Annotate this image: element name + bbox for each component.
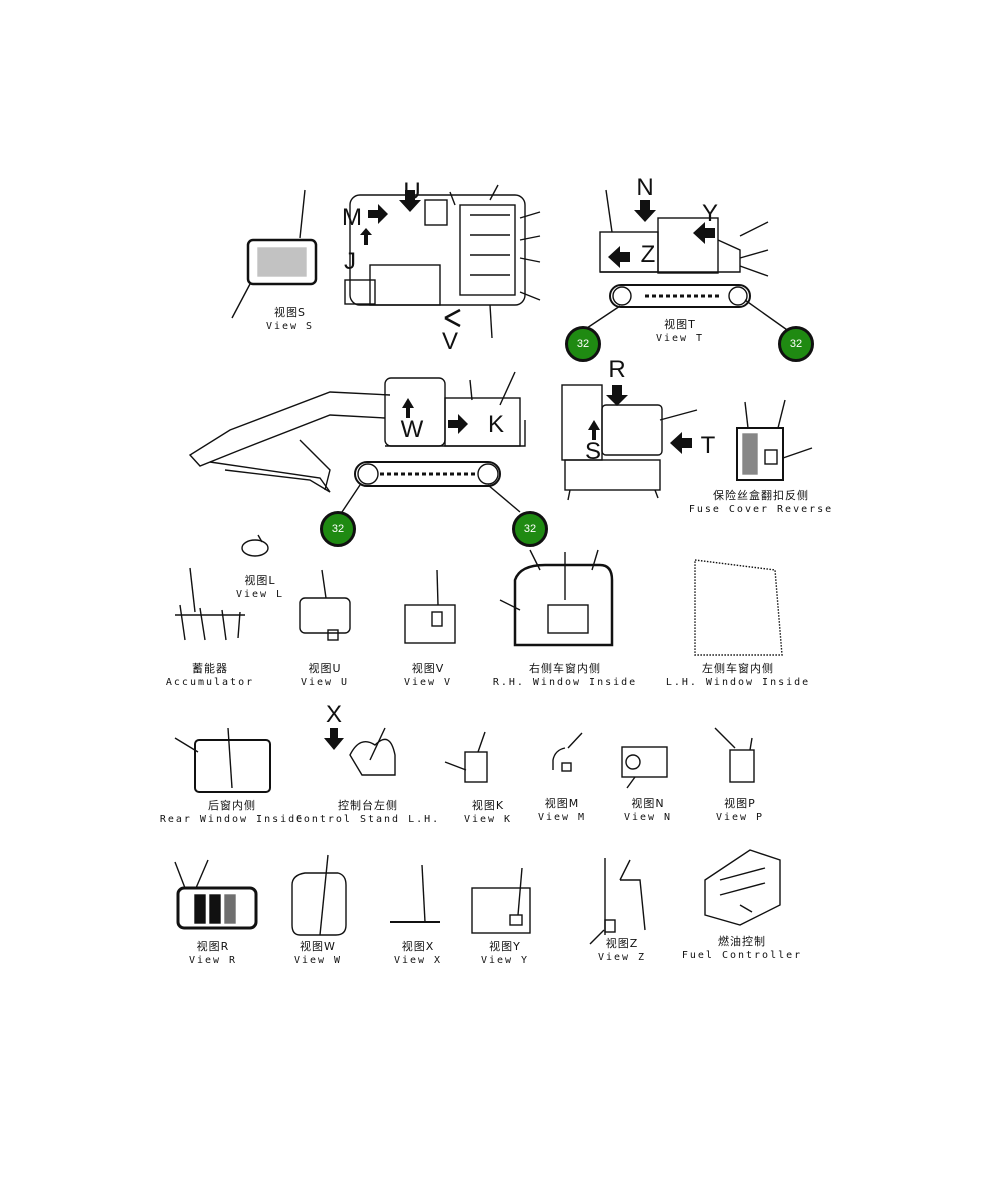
callout-badge-32[interactable]: 32 xyxy=(565,326,601,362)
rh-window-drawing xyxy=(499,549,614,647)
view-l-drawing xyxy=(241,534,269,557)
callout-badge-32[interactable]: 32 xyxy=(320,511,356,547)
cab-rear-drawing xyxy=(561,384,698,501)
accumulator-drawing xyxy=(175,567,245,641)
view-letter-k: K xyxy=(487,411,505,438)
view-n-drawing xyxy=(621,746,668,789)
view-letter-n: N xyxy=(636,174,654,201)
view-s-drawing xyxy=(231,189,318,319)
view-letter-r: R xyxy=(608,356,626,383)
view-y-drawing xyxy=(471,867,531,934)
view-m-drawing xyxy=(552,732,583,772)
view-letter-z: Z xyxy=(640,241,656,268)
view-letter-w: W xyxy=(400,416,424,443)
view-letter-m: M xyxy=(342,204,362,231)
view-w-drawing xyxy=(291,854,347,936)
view-r-drawing xyxy=(174,859,258,930)
view-u-drawing xyxy=(299,569,351,641)
view-letter-x: X xyxy=(325,701,343,728)
view-letter-y: Y xyxy=(701,200,719,227)
control-stand-drawing xyxy=(349,727,396,776)
arrows xyxy=(324,190,715,750)
view-letter-j: J xyxy=(344,248,356,275)
callout-badge-32[interactable]: 32 xyxy=(512,511,548,547)
view-p-drawing xyxy=(714,727,755,783)
view-x-drawing xyxy=(390,864,440,923)
excavator-drawing xyxy=(188,371,526,516)
view-t-drawing xyxy=(583,189,791,333)
rear-window-drawing xyxy=(174,727,271,793)
view-letter-s: S xyxy=(584,438,602,465)
view-k-drawing xyxy=(444,731,488,783)
fuel-controller-drawing xyxy=(704,849,781,926)
callout-badge-32[interactable]: 32 xyxy=(778,326,814,362)
fuse-cover-drawing xyxy=(736,399,813,481)
view-letter-v: V xyxy=(441,328,459,355)
lh-window-drawing xyxy=(694,559,783,656)
view-v-drawing xyxy=(404,569,456,644)
top-view-drawing xyxy=(344,184,541,339)
view-letter-t: T xyxy=(700,432,716,459)
view-letter-u: U xyxy=(403,178,421,205)
view-z-drawing xyxy=(589,858,646,945)
